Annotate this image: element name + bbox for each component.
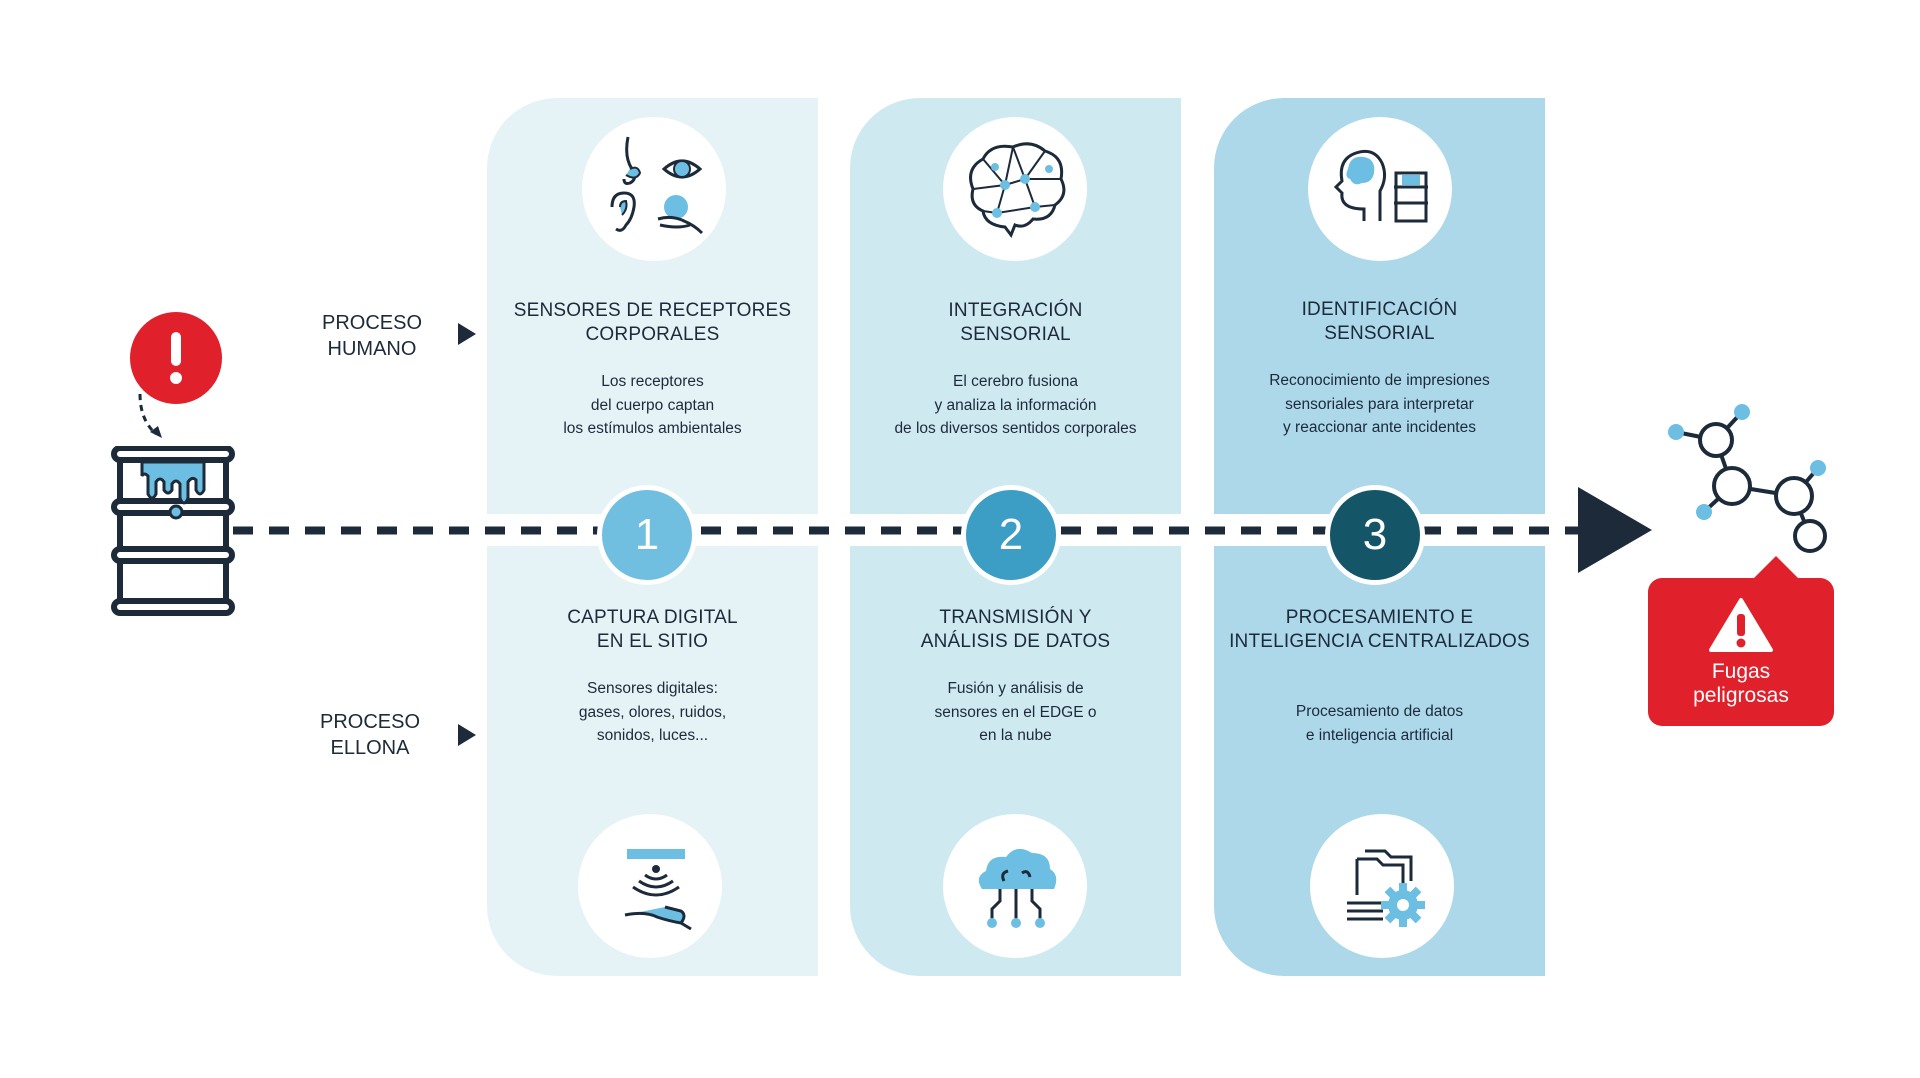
label-proceso-ellona: PROCESO ELLONA xyxy=(300,709,440,761)
step-1-number-badge: 1 xyxy=(597,485,697,585)
step-3-ellona-desc-line1: Procesamiento de datos xyxy=(1295,703,1464,720)
step-3-human-description: Reconocimiento de impresiones sensoriale… xyxy=(1214,369,1545,440)
senses-icon xyxy=(582,117,726,261)
alert-exclamation-icon xyxy=(130,312,222,404)
step-2-ellona-title: TRANSMISIÓN Y ANÁLISIS DE DATOS xyxy=(850,606,1181,654)
step-2-human-desc-line1: El cerebro fusiona xyxy=(953,373,1078,390)
step-2-ellona-desc-line3: en la nube xyxy=(979,727,1052,744)
alert-text: Fugas peligrosas xyxy=(1648,660,1834,708)
step-3-human-desc-line2: sensoriales para interpretar xyxy=(1285,395,1474,413)
step-1-ellona-desc-line3: sonidos, luces... xyxy=(596,727,709,744)
warning-triangle-icon xyxy=(1709,598,1773,652)
step-1-human-desc-line3: los estímulos ambientales xyxy=(563,420,742,437)
step-2-human-desc-line2: y analiza la información xyxy=(934,396,1097,414)
step-3-number: 3 xyxy=(1362,510,1388,559)
proceso-humano-arrow-icon xyxy=(458,323,476,345)
step-2-ellona-title-line1: TRANSMISIÓN Y xyxy=(939,607,1092,628)
step-3-human-title: IDENTIFICACIÓN SENSORIAL xyxy=(1214,298,1545,346)
brain-network-icon xyxy=(943,117,1087,261)
step-3-ellona-title-line1: PROCESAMIENTO E xyxy=(1285,607,1474,628)
label-proceso-humano: PROCESO HUMANO xyxy=(302,310,442,362)
step-2-human-desc-line3: de los diversos sentidos corporales xyxy=(894,420,1137,437)
head-barrel-icon xyxy=(1308,117,1452,261)
molecule-icon xyxy=(1668,404,1827,553)
dashed-curve-arrow-icon xyxy=(138,393,162,438)
step-1-human-title-line2: CORPORALES xyxy=(585,324,720,345)
step-3-ellona-title-line2: INTELIGENCIA CENTRALIZADOS xyxy=(1229,631,1530,652)
step-2-number-badge: 2 xyxy=(961,485,1061,585)
step-1-ellona-desc-line1: Sensores digitales: xyxy=(587,680,718,697)
alert-text-line1: Fugas xyxy=(1711,660,1771,683)
step-2-human-title: INTEGRACIÓN SENSORIAL xyxy=(850,299,1181,347)
files-gear-icon xyxy=(1310,814,1454,958)
step-3-human-title-line2: SENSORIAL xyxy=(1324,323,1435,344)
step-2-ellona-desc-line2: sensores en el EDGE o xyxy=(934,703,1097,721)
step-3-number-badge: 3 xyxy=(1325,485,1425,585)
step-1-ellona-title: CAPTURA DIGITAL EN EL SITIO xyxy=(487,606,818,654)
proceso-ellona-arrow-icon xyxy=(458,724,476,746)
label-proceso-ellona-line1: PROCESO xyxy=(319,711,421,733)
step-3-human-desc-line3: y reaccionar ante incidentes xyxy=(1282,419,1476,436)
step-1-human-title: SENSORES DE RECEPTORES CORPORALES xyxy=(487,299,818,347)
step-1-ellona-desc-line2: gases, olores, ruidos, xyxy=(578,703,727,721)
leaking-barrel-icon xyxy=(111,446,235,616)
step-2-ellona-desc-line1: Fusión y análisis de xyxy=(947,680,1084,697)
step-1-human-title-line1: SENSORES DE RECEPTORES xyxy=(513,300,792,321)
cloud-network-icon xyxy=(943,814,1087,958)
timeline-arrowhead-icon xyxy=(1578,487,1652,573)
step-2-ellona-title-line2: ANÁLISIS DE DATOS xyxy=(920,631,1111,652)
step-2-ellona-description: Fusión y análisis de sensores en el EDGE… xyxy=(850,677,1181,748)
step-2-human-title-line2: SENSORIAL xyxy=(960,324,1071,345)
label-proceso-humano-line2: HUMANO xyxy=(327,338,417,360)
step-1-human-desc-line1: Los receptores xyxy=(601,373,704,390)
step-1-ellona-title-line1: CAPTURA DIGITAL xyxy=(567,607,738,628)
sensor-hand-icon xyxy=(578,814,722,958)
alert-dangerous-leaks: Fugas peligrosas xyxy=(1648,578,1834,726)
step-3-ellona-title: PROCESAMIENTO E INTELIGENCIA CENTRALIZAD… xyxy=(1214,606,1545,654)
step-1-ellona-title-line2: EN EL SITIO xyxy=(596,631,709,652)
label-proceso-ellona-line2: ELLONA xyxy=(330,737,410,759)
alert-box-pointer xyxy=(1752,556,1800,580)
step-2-human-description: El cerebro fusiona y analiza la informac… xyxy=(850,370,1181,441)
step-1-human-desc-line2: del cuerpo captan xyxy=(590,396,715,414)
step-1-number: 1 xyxy=(634,510,660,559)
label-proceso-humano-line1: PROCESO xyxy=(321,312,423,334)
step-2-number: 2 xyxy=(998,510,1024,559)
alert-text-line2: peligrosas xyxy=(1693,684,1789,707)
step-1-human-description: Los receptores del cuerpo captan los est… xyxy=(487,370,818,441)
step-3-human-desc-line1: Reconocimiento de impresiones xyxy=(1269,372,1490,389)
step-3-human-title-line1: IDENTIFICACIÓN xyxy=(1301,299,1458,320)
step-2-human-title-line1: INTEGRACIÓN xyxy=(948,300,1083,321)
step-3-ellona-description: Procesamiento de datos e inteligencia ar… xyxy=(1214,700,1545,747)
step-3-ellona-desc-line2: e inteligencia artificial xyxy=(1305,726,1454,744)
step-1-ellona-description: Sensores digitales: gases, olores, ruido… xyxy=(487,677,818,748)
